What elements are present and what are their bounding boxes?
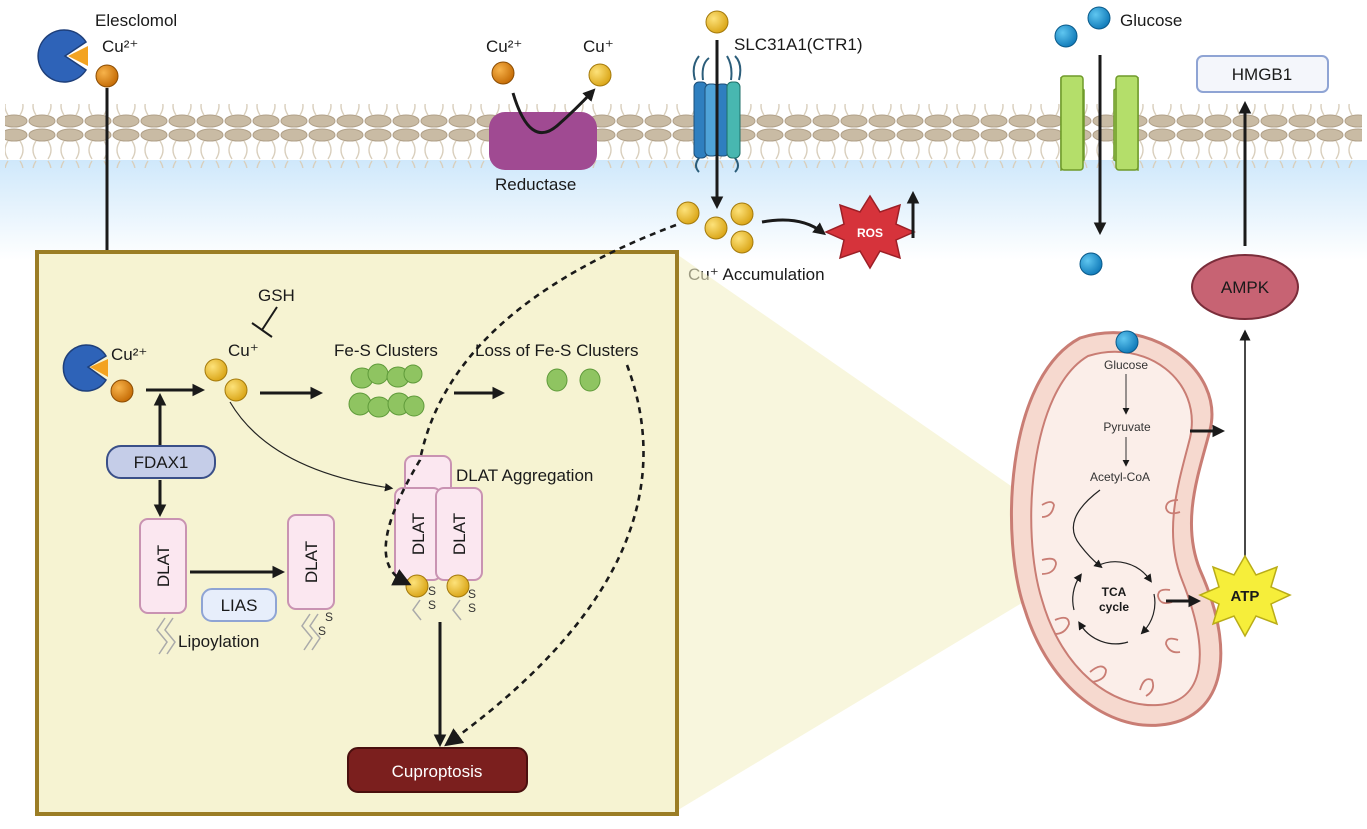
sulfur-label: S [325,610,333,624]
reductase-cu-label: Cu⁺ [583,37,614,56]
pyruvate-label: Pyruvate [1103,420,1151,434]
copper-ion-icon [204,358,228,382]
glucose-molecule-icon [1079,252,1103,276]
glucose-molecule-icon [1054,24,1078,48]
dlat-label-left: DLAT [154,545,173,587]
sulfur-label: S [318,624,326,638]
glucose-molecule-icon [1115,330,1139,354]
glucose-label: Glucose [1120,11,1182,30]
copper-ion-icon [95,64,119,88]
elesclomol-pie-icon [62,344,108,392]
acetylcoa-label: Acetyl-CoA [1090,470,1150,484]
gsh-label: GSH [258,286,295,305]
ros-arrow [761,218,826,236]
lias-box [201,588,277,622]
atp-label: ATP [1231,588,1260,605]
glucose-transporter-icon [1060,75,1139,172]
atp-burst-icon [1198,554,1292,638]
plasma-membrane [5,104,1362,168]
dlat-label-agg-2: DLAT [450,513,469,555]
dlat-protein [139,518,187,614]
copper-ion-icon [676,201,700,225]
sulfur-label: S [428,598,436,612]
copper-ion-icon [730,230,754,254]
inset-cu-label: Cu⁺ [228,341,259,360]
hmgb1-box [1196,55,1329,93]
mito-glucose-label: Glucose [1104,358,1148,372]
copper-ion-icon [224,378,248,402]
copper-ion-icon [730,202,754,226]
inset-cu2-label: Cu²⁺ [111,345,147,364]
acetylcoa-to-tca-arrow [1072,489,1103,569]
fe-s-cluster-icon [546,368,601,392]
sulfur-label: S [468,587,476,601]
fe-s-cluster-icon [348,363,425,418]
copper-ion-icon [405,574,429,598]
ros-burst-icon [824,194,916,270]
ros-label: ROS [857,226,883,240]
ctr1-label: SLC31A1(CTR1) [734,35,863,54]
reduction-arrow [511,88,596,135]
cuproptosis-label: Cuproptosis [392,762,483,781]
ctr1-channel-icon [692,55,742,173]
tca-label-1: TCA [1102,585,1127,599]
tca-label-2: cycle [1099,600,1129,614]
cu2-label-top: Cu²⁺ [102,37,138,56]
sulfur-label: S [428,584,436,598]
dlat-label-agg-1: DLAT [409,513,428,555]
elesclomol-pie-icon [37,29,88,83]
lipoyl-chain-icon [156,617,176,655]
glucose-molecule-icon [1087,6,1111,30]
copper-ion-icon [705,10,729,34]
dlat-aggregation-label: DLAT Aggregation [456,466,593,485]
ampk-node [1191,254,1299,320]
tca-cycle-icon [1072,561,1156,645]
cu-accumulation-label: Cu⁺ Accumulation [688,265,825,284]
sulfur-label: S [468,601,476,615]
lipoyl-chain-icon [301,613,321,651]
lias-label: LIAS [221,596,258,615]
copper-ion-icon [704,216,728,240]
loss-fes-label: Loss of Fe-S Clusters [475,341,638,360]
accumulation-dashed-path [384,223,677,586]
fes-label: Fe-S Clusters [334,341,438,360]
reductase-cu2-label: Cu²⁺ [486,37,522,56]
dlat-label-mid: DLAT [302,541,321,583]
elesclomol-label: Elesclomol [95,11,177,30]
reductase-label: Reductase [495,175,576,194]
ampk-label: AMPK [1221,278,1270,297]
copper-ion-icon [491,61,515,85]
lipoylation-label: Lipoylation [178,632,259,651]
copper-ion-icon [110,379,134,403]
dlat-protein [287,514,335,610]
lipoyl-chain-icon [412,599,462,621]
cuproptosis-box [347,747,528,793]
zoom-projection [678,255,1060,810]
gsh-inhibition [251,306,278,338]
copper-ion-icon [446,574,470,598]
cu-binding-curve [229,401,394,492]
reductase-protein [489,112,597,170]
fdax1-box [106,445,216,479]
fdax1-label: FDAX1 [134,453,189,472]
hmgb1-label: HMGB1 [1232,65,1292,84]
copper-ion-icon [588,63,612,87]
inset-panel [35,250,679,816]
mitochondrion-icon [1009,331,1223,727]
